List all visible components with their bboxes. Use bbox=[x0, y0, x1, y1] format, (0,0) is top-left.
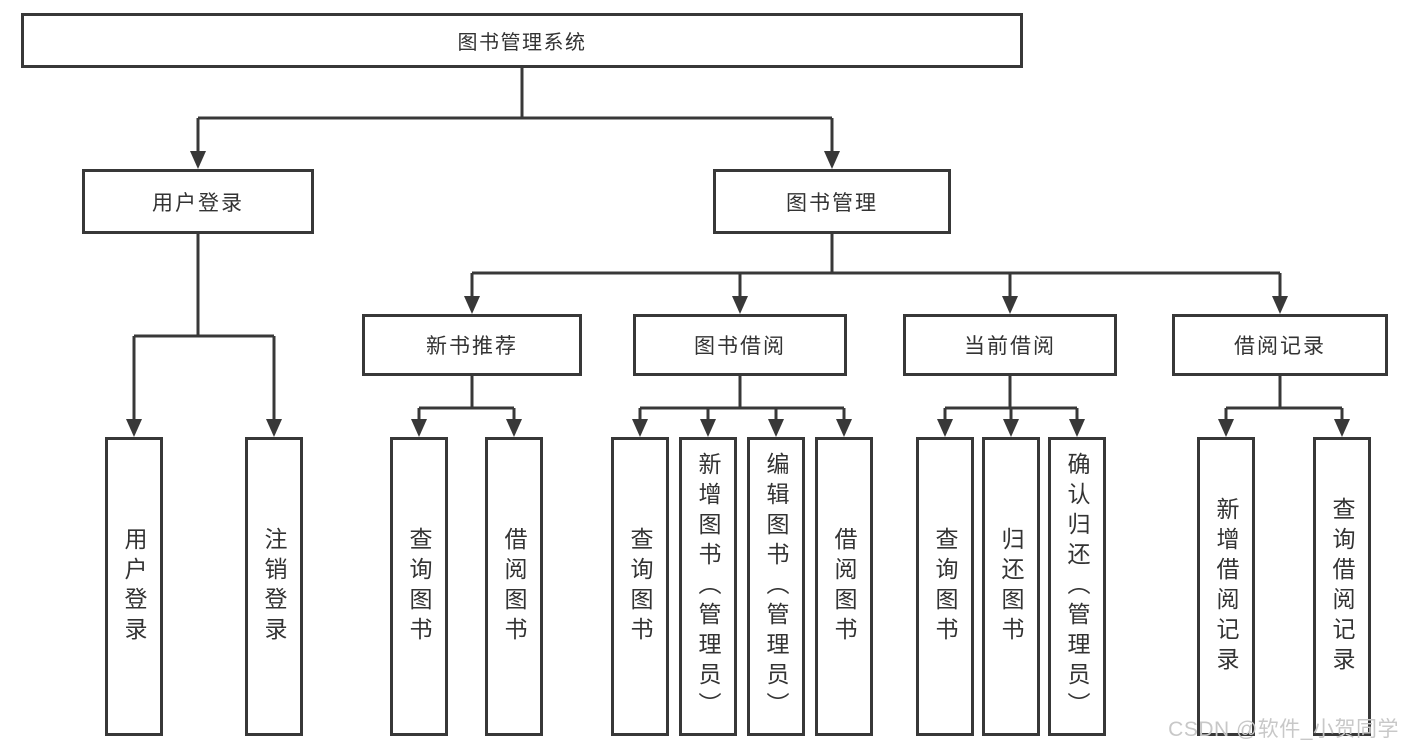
leaf-bb-add-books-admin-label: 新增图书（管理员） bbox=[695, 451, 721, 722]
leaf-br-query-record-label: 查询借阅记录 bbox=[1329, 496, 1355, 677]
leaf-bb-add-books-admin: 新增图书（管理员） bbox=[679, 437, 737, 736]
leaf-logout-label: 注销登录 bbox=[261, 526, 287, 647]
node-book-management-label: 图书管理 bbox=[786, 191, 878, 215]
leaf-cb-confirm-return-admin-label: 确认归还（管理员） bbox=[1064, 451, 1090, 722]
leaf-bb-edit-books-admin-label: 编辑图书（管理员） bbox=[763, 451, 789, 722]
node-book-management: 图书管理 bbox=[713, 169, 951, 234]
leaf-cb-confirm-return-admin: 确认归还（管理员） bbox=[1048, 437, 1106, 736]
leaf-br-add-record: 新增借阅记录 bbox=[1197, 437, 1255, 736]
leaf-cb-query-books-label: 查询图书 bbox=[932, 526, 958, 647]
leaf-bb-query-books-label: 查询图书 bbox=[627, 526, 653, 647]
leaf-bb-query-books: 查询图书 bbox=[611, 437, 669, 736]
leaf-nb-borrow-books: 借阅图书 bbox=[485, 437, 543, 736]
node-new-book-recommend-label: 新书推荐 bbox=[426, 335, 518, 358]
node-borrow-records: 借阅记录 bbox=[1172, 314, 1388, 376]
node-user-login-label: 用户登录 bbox=[152, 191, 244, 215]
node-library-management-system: 图书管理系统 bbox=[21, 13, 1023, 68]
leaf-br-query-record: 查询借阅记录 bbox=[1313, 437, 1371, 736]
leaf-nb-borrow-books-label: 借阅图书 bbox=[501, 526, 527, 647]
leaf-nb-query-books: 查询图书 bbox=[390, 437, 448, 736]
arrowheads bbox=[126, 151, 1350, 437]
leaf-user-login: 用户登录 bbox=[105, 437, 163, 736]
leaf-bb-edit-books-admin: 编辑图书（管理员） bbox=[747, 437, 805, 736]
leaf-user-login-label: 用户登录 bbox=[121, 526, 147, 647]
leaf-cb-query-books: 查询图书 bbox=[916, 437, 974, 736]
node-current-borrow-label: 当前借阅 bbox=[964, 335, 1056, 358]
node-book-borrow-label: 图书借阅 bbox=[694, 335, 786, 358]
leaf-logout: 注销登录 bbox=[245, 437, 303, 736]
node-book-borrow: 图书借阅 bbox=[633, 314, 847, 376]
node-library-management-system-label: 图书管理系统 bbox=[457, 32, 587, 54]
leaf-cb-return-books: 归还图书 bbox=[982, 437, 1040, 736]
leaf-bb-borrow-books: 借阅图书 bbox=[815, 437, 873, 736]
csdn-watermark: CSDN @软件_小贺同学 bbox=[1168, 718, 1399, 741]
node-borrow-records-label: 借阅记录 bbox=[1234, 335, 1326, 358]
leaf-bb-borrow-books-label: 借阅图书 bbox=[831, 526, 857, 647]
leaf-cb-return-books-label: 归还图书 bbox=[998, 526, 1024, 647]
node-new-book-recommend: 新书推荐 bbox=[362, 314, 582, 376]
node-user-login: 用户登录 bbox=[82, 169, 314, 234]
leaf-nb-query-books-label: 查询图书 bbox=[406, 526, 432, 647]
node-current-borrow: 当前借阅 bbox=[903, 314, 1117, 376]
leaf-br-add-record-label: 新增借阅记录 bbox=[1213, 496, 1239, 677]
